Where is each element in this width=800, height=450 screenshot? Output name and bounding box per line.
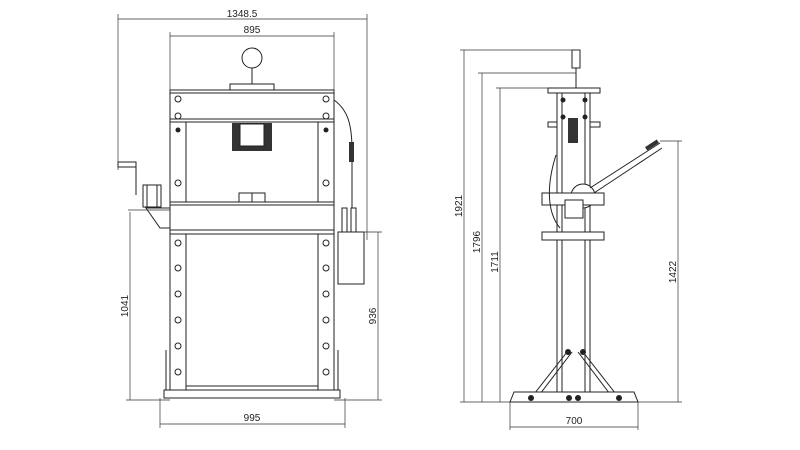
dimension-handle-height: 1422 bbox=[638, 140, 682, 403]
dim-995: 995 bbox=[244, 413, 261, 424]
dim-1711: 1711 bbox=[490, 251, 501, 273]
pressure-gauge bbox=[241, 47, 263, 69]
winch bbox=[117, 161, 171, 229]
dimension-side-base-width: 700 bbox=[509, 402, 639, 430]
dim-1921: 1921 bbox=[454, 194, 465, 217]
dimension-cylinder-height: 1796 bbox=[472, 72, 576, 402]
dim-936: 936 bbox=[368, 307, 379, 324]
bolster-table bbox=[169, 201, 335, 235]
dim-895: 895 bbox=[244, 25, 261, 36]
leg-holes bbox=[174, 239, 330, 376]
dimension-base-width: 995 bbox=[159, 398, 346, 428]
dimension-table-height: 936 bbox=[334, 231, 382, 401]
left-leg bbox=[169, 233, 187, 393]
dim-1422: 1422 bbox=[668, 260, 679, 283]
base-feet bbox=[163, 389, 341, 399]
side-hose bbox=[548, 154, 561, 229]
dim-1041: 1041 bbox=[120, 294, 131, 317]
dim-1796: 1796 bbox=[472, 230, 483, 253]
pump-handle bbox=[589, 142, 661, 189]
pump-reservoir bbox=[337, 231, 365, 285]
pump-cylinder-top bbox=[571, 49, 581, 69]
right-leg bbox=[317, 233, 335, 393]
dimension-winch-height: 1041 bbox=[120, 212, 170, 401]
dim-1348-5: 1348.5 bbox=[227, 9, 258, 20]
side-base-plate bbox=[509, 391, 639, 403]
dimension-frame-width: 895 bbox=[169, 25, 335, 90]
side-bolster bbox=[541, 231, 605, 241]
front-view: 1348.5 895 bbox=[117, 9, 382, 428]
top-beam bbox=[169, 89, 335, 123]
dimension-frame-height: 1711 bbox=[490, 87, 548, 402]
dim-700: 700 bbox=[566, 416, 583, 427]
side-view: 1921 1796 1711 1422 700 bbox=[454, 49, 682, 430]
dimension-overall-height: 1921 bbox=[454, 49, 580, 403]
dimension-overall-width: 1348.5 bbox=[117, 9, 368, 240]
